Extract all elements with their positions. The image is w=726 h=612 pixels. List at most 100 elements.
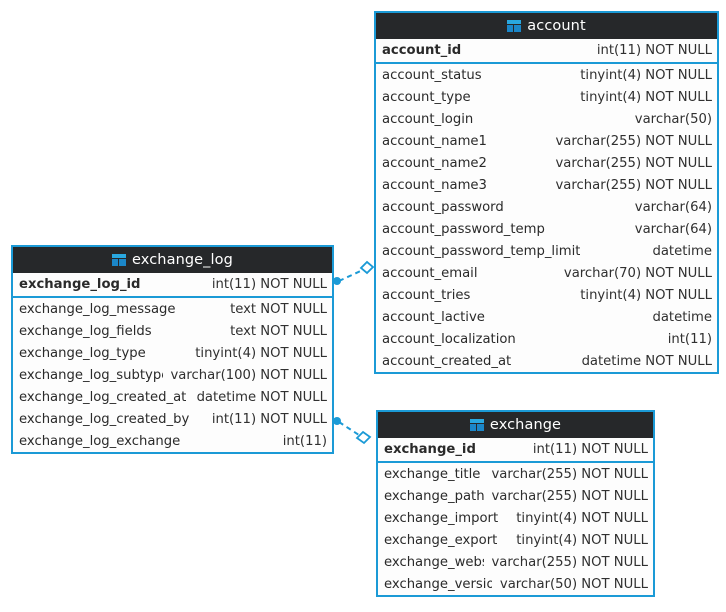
table-grid-icon: [112, 254, 127, 266]
column-type: tinyint(4) NOT NULL: [516, 510, 648, 526]
column-type: datetime NOT NULL: [581, 353, 712, 369]
table-row[interactable]: account_created_at datetime NOT NULL: [376, 350, 717, 372]
column-name: account_lactive: [382, 309, 485, 325]
table-row[interactable]: exchange_log_message text NOT NULL: [13, 298, 332, 320]
column-name: exchange_export: [384, 532, 498, 548]
table-row[interactable]: account_email varchar(70) NOT NULL: [376, 262, 717, 284]
table-header-exchange[interactable]: exchange: [378, 412, 653, 438]
table-grid-icon: [469, 419, 484, 431]
column-name: account_password_temp_limit: [382, 243, 581, 259]
column-type: varchar(255) NOT NULL: [555, 133, 713, 149]
table-exchange[interactable]: exchange exchange_id int(11) NOT NULL ex…: [376, 410, 655, 597]
relationship-line: [338, 267, 368, 282]
column-type: tinyint(4) NOT NULL: [580, 89, 712, 105]
column-name: exchange_log_exchange: [19, 433, 181, 449]
table-row[interactable]: account_tries tinyint(4) NOT NULL: [376, 284, 717, 306]
relationship-exchange_log-exchange: [333, 417, 372, 445]
table-row[interactable]: exchange_import tinyint(4) NOT NULL: [378, 507, 653, 529]
column-name: exchange_id: [384, 442, 476, 457]
column-type: varchar(50): [634, 111, 712, 127]
column-type: datetime: [652, 309, 712, 325]
table-row[interactable]: exchange_log_subtype varchar(100) NOT NU…: [13, 364, 332, 386]
column-type: tinyint(4) NOT NULL: [580, 287, 712, 303]
column-type: datetime: [652, 243, 712, 259]
column-type: datetime NOT NULL: [196, 389, 327, 405]
column-name: exchange_title: [384, 466, 481, 482]
column-name: exchange_log_message: [19, 301, 176, 317]
table-row[interactable]: exchange_log_type tinyint(4) NOT NULL: [13, 342, 332, 364]
column-name: account_type: [382, 89, 471, 105]
column-name: exchange_path: [384, 488, 484, 504]
column-name: account_name2: [382, 155, 487, 171]
table-grid-icon: [507, 20, 522, 32]
column-name: account_id: [382, 43, 462, 58]
table-row[interactable]: exchange_log_created_by int(11) NOT NULL: [13, 408, 332, 430]
column-name: exchange_import: [384, 510, 499, 526]
table-title: exchange: [489, 417, 562, 433]
table-columns-exchange_log: exchange_log_id int(11) NOT NULL exchang…: [13, 273, 332, 452]
column-type: text NOT NULL: [230, 301, 327, 317]
column-name: exchange_log_created_by: [19, 411, 190, 427]
table-row-primary-key[interactable]: account_id int(11) NOT NULL: [376, 39, 717, 64]
table-row[interactable]: account_status tinyint(4) NOT NULL: [376, 64, 717, 86]
column-type: text NOT NULL: [230, 323, 327, 339]
table-exchange_log[interactable]: exchange_log exchange_log_id int(11) NOT…: [11, 245, 334, 454]
column-type: varchar(64): [634, 221, 712, 237]
table-row[interactable]: account_password varchar(64): [376, 196, 717, 218]
table-row[interactable]: account_name3 varchar(255) NOT NULL: [376, 174, 717, 196]
column-name: account_password: [382, 199, 504, 215]
table-row[interactable]: account_login varchar(50): [376, 108, 717, 130]
table-account[interactable]: account account_id int(11) NOT NULL acco…: [374, 11, 719, 374]
table-header-account[interactable]: account: [376, 13, 717, 39]
table-title: exchange_log: [132, 252, 233, 268]
column-type: tinyint(4) NOT NULL: [516, 532, 648, 548]
column-type: int(11) NOT NULL: [211, 277, 327, 292]
table-row[interactable]: exchange_log_exchange int(11): [13, 430, 332, 452]
column-type: varchar(100) NOT NULL: [170, 367, 328, 383]
column-type: varchar(255) NOT NULL: [555, 177, 713, 193]
table-row[interactable]: account_password_temp varchar(64): [376, 218, 717, 240]
relationship-diamond-marker: [355, 430, 372, 445]
table-row[interactable]: account_type tinyint(4) NOT NULL: [376, 86, 717, 108]
table-row[interactable]: account_password_temp_limit datetime: [376, 240, 717, 262]
table-header-exchange_log[interactable]: exchange_log: [13, 247, 332, 273]
relationship-diamond-marker: [359, 260, 375, 275]
column-name: account_email: [382, 265, 478, 281]
column-type: tinyint(4) NOT NULL: [195, 345, 327, 361]
table-columns-account: account_id int(11) NOT NULL account_stat…: [376, 39, 717, 372]
table-row[interactable]: account_localization int(11): [376, 328, 717, 350]
column-name: account_status: [382, 67, 482, 83]
table-row[interactable]: exchange_export tinyint(4) NOT NULL: [378, 529, 653, 551]
column-name: exchange_log_type: [19, 345, 146, 361]
table-row[interactable]: exchange_path varchar(255) NOT NULL: [378, 485, 653, 507]
column-type: int(11): [282, 433, 327, 449]
table-row[interactable]: account_name2 varchar(255) NOT NULL: [376, 152, 717, 174]
column-type: varchar(50) NOT NULL: [499, 576, 648, 592]
column-type: varchar(255) NOT NULL: [491, 466, 649, 482]
table-row[interactable]: exchange_title varchar(255) NOT NULL: [378, 463, 653, 485]
column-type: varchar(255) NOT NULL: [491, 554, 649, 570]
relationship-line: [338, 421, 363, 438]
table-row[interactable]: exchange_website varchar(255) NOT NULL: [378, 551, 653, 573]
column-type: varchar(70) NOT NULL: [563, 265, 712, 281]
table-row[interactable]: exchange_log_fields text NOT NULL: [13, 320, 332, 342]
column-type: int(11) NOT NULL: [532, 442, 648, 457]
table-row-primary-key[interactable]: exchange_log_id int(11) NOT NULL: [13, 273, 332, 298]
column-type: tinyint(4) NOT NULL: [580, 67, 712, 83]
column-name: account_localization: [382, 331, 516, 347]
column-type: int(11) NOT NULL: [596, 43, 712, 58]
table-row-primary-key[interactable]: exchange_id int(11) NOT NULL: [378, 438, 653, 463]
column-name: account_name1: [382, 133, 487, 149]
table-row[interactable]: exchange_log_created_at datetime NOT NUL…: [13, 386, 332, 408]
table-title: account: [527, 18, 586, 34]
column-name: exchange_log_subtype: [19, 367, 163, 383]
table-row[interactable]: exchange_version varchar(50) NOT NULL: [378, 573, 653, 595]
relationship-exchange_log-account: [333, 260, 375, 285]
column-type: varchar(255) NOT NULL: [555, 155, 713, 171]
table-row[interactable]: account_lactive datetime: [376, 306, 717, 328]
column-name: exchange_version: [384, 576, 492, 592]
column-type: int(11) NOT NULL: [211, 411, 327, 427]
table-row[interactable]: account_name1 varchar(255) NOT NULL: [376, 130, 717, 152]
relationship-dot-marker: [333, 277, 341, 285]
